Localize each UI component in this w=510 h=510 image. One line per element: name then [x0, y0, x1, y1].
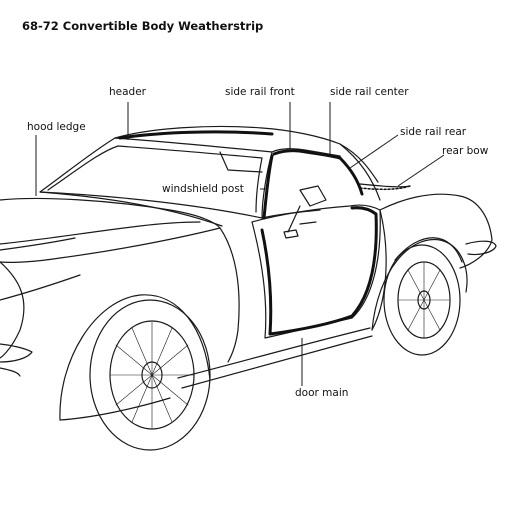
label-side-rail-rear: side rail rear [400, 126, 467, 138]
side-mirror [299, 185, 327, 207]
hood-inner-line [0, 221, 201, 245]
label-hood-ledge: hood ledge [27, 121, 86, 133]
rear-bumper [465, 240, 497, 256]
label-windshield-post: windshield post [162, 183, 244, 195]
rear-bow-weatherstrip [359, 185, 411, 191]
rocker-panel [177, 327, 371, 379]
label-rear-bow: rear bow [442, 145, 489, 157]
rear-quarter [379, 193, 493, 269]
front-bumper [0, 343, 33, 363]
side-rail-center-weatherstrip [304, 150, 342, 160]
side-rail-rear-leader [349, 134, 399, 169]
header-weatherstrip [118, 130, 274, 140]
door-main-weatherstrip [260, 206, 378, 336]
side-rail-rear-weatherstrip [338, 156, 364, 196]
front-tire [89, 299, 211, 451]
front-fender [0, 261, 25, 359]
windshield-post-weatherstrip [262, 154, 274, 220]
label-door-main: door main [295, 387, 349, 399]
diagram-title: 68-72 Convertible Body Weatherstrip [22, 19, 264, 33]
rear-tire [383, 244, 461, 356]
top-frame [114, 125, 379, 183]
door-handle [299, 221, 317, 225]
windshield-glass [47, 145, 263, 213]
rear-bow-leader [397, 154, 445, 187]
windshield-frame [39, 137, 273, 219]
front-wheel-arch [59, 294, 211, 421]
label-header: header [109, 86, 146, 98]
label-side-rail-center: side rail center [330, 86, 409, 98]
rear-wheel-arch [371, 238, 468, 331]
label-side-rail-front: side rail front [225, 86, 295, 98]
door-outline [251, 204, 381, 339]
